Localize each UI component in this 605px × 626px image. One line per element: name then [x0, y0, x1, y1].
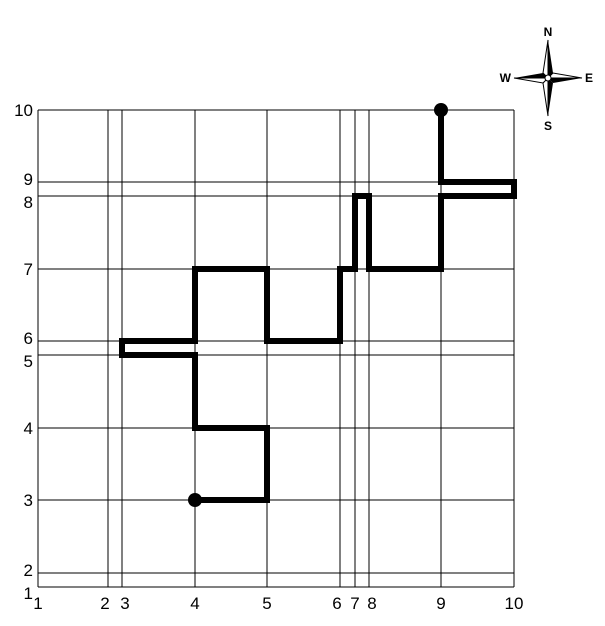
x-tick-label-2: 2 — [100, 594, 109, 613]
compass-west-label: W — [500, 71, 512, 85]
x-tick-label-7: 7 — [350, 594, 359, 613]
y-tick-label-6: 6 — [24, 329, 33, 348]
grid-lines — [37, 109, 515, 588]
y-tick-label-2: 2 — [24, 561, 33, 580]
compass-east-label: E — [585, 71, 593, 85]
y-tick-label-7: 7 — [24, 260, 33, 279]
y-tick-label-1: 1 — [24, 584, 33, 603]
route-path — [119, 107, 517, 503]
end-point — [434, 103, 448, 117]
x-tick-label-9: 9 — [436, 594, 445, 613]
start-point — [188, 493, 202, 507]
x-tick-label-8: 8 — [367, 594, 376, 613]
compass-rose-icon: N S E W — [500, 25, 593, 133]
y-tick-label-9: 9 — [24, 170, 33, 189]
y-tick-label-4: 4 — [24, 419, 33, 438]
x-tick-label-3: 3 — [120, 594, 129, 613]
x-tick-label-1: 1 — [33, 594, 42, 613]
y-tick-label-8: 8 — [24, 193, 33, 212]
x-tick-label-5: 5 — [262, 594, 271, 613]
x-tick-label-6: 6 — [332, 594, 341, 613]
x-tick-label-4: 4 — [190, 594, 199, 613]
y-tick-label-10: 10 — [14, 101, 33, 120]
y-tick-label-5: 5 — [24, 352, 33, 371]
y-tick-label-3: 3 — [24, 491, 33, 510]
compass-north-label: N — [544, 25, 553, 39]
x-tick-label-10: 10 — [505, 594, 524, 613]
compass-south-label: S — [544, 119, 552, 133]
